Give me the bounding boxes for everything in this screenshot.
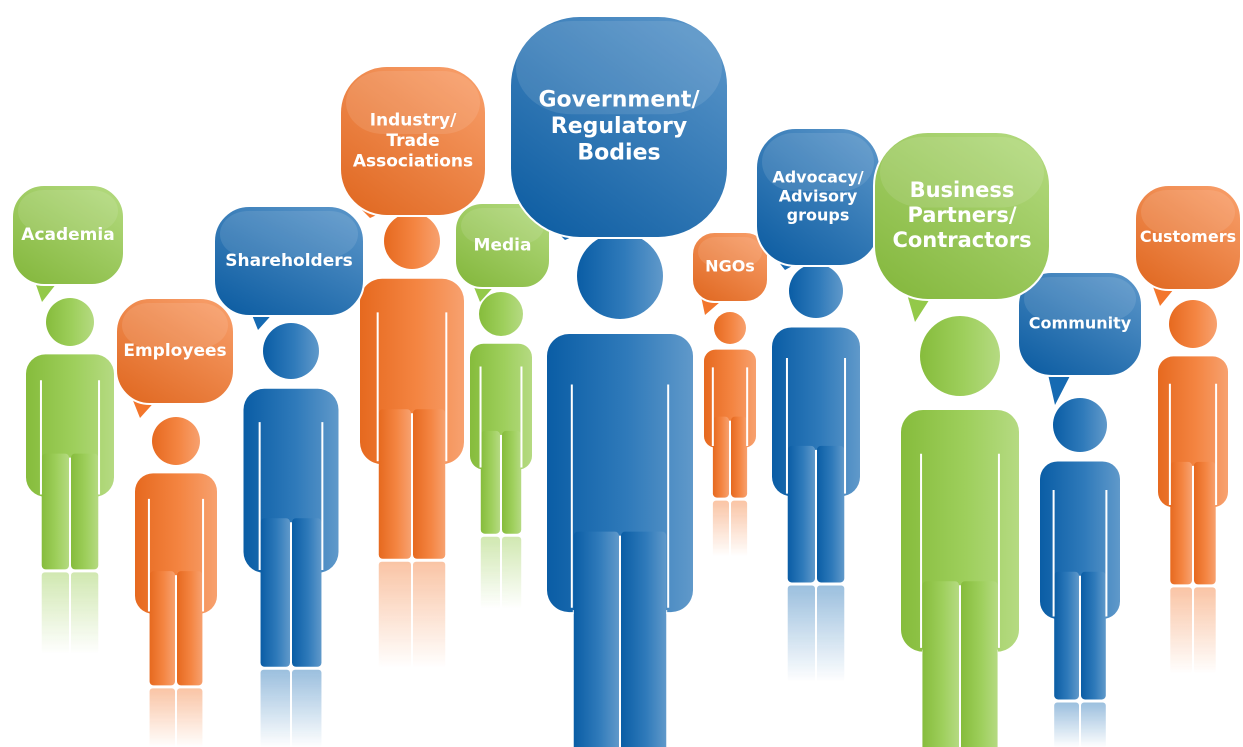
bubble-media-shape [454, 202, 551, 289]
person-community-reflection [1054, 702, 1106, 747]
bubble-academia-shape [11, 184, 125, 286]
person-advocacy-right-leg [817, 445, 845, 583]
person-advocacy-head [789, 264, 843, 318]
bubble-customers-label: Customers [1140, 227, 1236, 246]
person-media [470, 292, 532, 609]
bubble-government-label: Regulatory [551, 114, 687, 139]
bubble-customers: Customers [1134, 184, 1242, 306]
person-advocacy-reflection [787, 585, 845, 683]
person-advocacy-left-leg [787, 445, 815, 583]
person-ngos-reflection [712, 500, 748, 557]
person-shareholders-head [263, 323, 319, 379]
person-ngos-left-leg [712, 416, 729, 498]
bubble-media-label: Media [474, 236, 532, 256]
bubble-industry-label: Associations [353, 151, 473, 171]
bubble-advocacy-label: Advisory [779, 187, 858, 206]
person-community-right-leg [1081, 571, 1106, 700]
person-customers [1158, 300, 1228, 675]
person-customers-right-leg [1194, 461, 1216, 585]
person-ngos-right-leg [731, 416, 748, 498]
person-shareholders-left-leg [260, 518, 290, 667]
person-industry-reflection [378, 561, 446, 669]
bubble-industry-shape [339, 65, 487, 217]
bubble-employees: Employees [115, 297, 235, 418]
bubble-employees-shape [115, 297, 235, 405]
bubble-government-label: Bodies [577, 140, 660, 165]
person-employees-reflection [149, 688, 203, 747]
bubble-ngos: NGOs [691, 231, 769, 315]
person-ngos [704, 312, 756, 557]
person-shareholders [243, 323, 339, 747]
person-employees-right-leg [177, 571, 203, 686]
person-academia-left-leg [41, 453, 69, 570]
person-industry [360, 213, 464, 669]
person-government [547, 233, 693, 747]
person-media-right-leg [502, 430, 522, 534]
bubble-shareholders-shape [213, 205, 365, 317]
bubble-shareholders: Shareholders [213, 205, 365, 330]
person-ngos-head [714, 312, 746, 344]
person-business [901, 316, 1019, 747]
bubble-government-label: Government/ [538, 88, 700, 113]
bubble-media: Media [454, 202, 551, 302]
bubble-business-label: Contractors [892, 228, 1031, 252]
person-shareholders-reflection [260, 669, 322, 747]
bubble-community-tail [1047, 370, 1073, 405]
person-business-left-leg [922, 581, 959, 747]
person-customers-left-leg [1170, 461, 1192, 585]
person-media-head [479, 292, 523, 336]
bubble-community-label: Community [1029, 314, 1132, 333]
person-employees [135, 417, 217, 747]
person-government-head [577, 233, 663, 319]
bubble-industry-label: Trade [386, 131, 439, 151]
person-industry-left-leg [378, 409, 411, 559]
bubble-business-label: Business [910, 178, 1015, 202]
bubble-industry-label: Industry/ [370, 111, 457, 131]
bubble-academia-label: Academia [21, 225, 114, 245]
person-industry-head [384, 213, 440, 269]
person-media-left-leg [480, 430, 500, 534]
person-community-head [1053, 398, 1107, 452]
bubble-business-tail [907, 294, 933, 322]
person-advocacy [772, 264, 860, 683]
person-community-left-leg [1054, 571, 1079, 700]
bubble-government-shape [509, 15, 729, 239]
person-academia-reflection [41, 572, 99, 655]
bubble-community: Community [1017, 271, 1143, 405]
bubble-business-label: Partners/ [907, 203, 1016, 227]
bubble-ngos-label: NGOs [705, 257, 755, 276]
person-employees-head [152, 417, 200, 465]
person-customers-reflection [1170, 587, 1216, 675]
person-government-right-leg [621, 531, 667, 747]
bubble-ngos-shape [691, 231, 769, 303]
bubble-shareholders-label: Shareholders [225, 251, 353, 271]
person-industry-right-leg [413, 409, 446, 559]
person-customers-head [1169, 300, 1217, 348]
person-business-head [920, 316, 1000, 396]
bubble-employees-label: Employees [123, 341, 226, 361]
bubble-advocacy-label: Advocacy/ [772, 167, 863, 186]
person-academia-head [46, 298, 94, 346]
person-shareholders-right-leg [292, 518, 322, 667]
bubble-community-shape [1017, 271, 1143, 377]
bubble-advocacy-label: groups [787, 206, 850, 225]
person-media-reflection [480, 536, 522, 609]
bubble-customers-shape [1134, 184, 1242, 291]
bubble-academia: Academia [11, 184, 125, 302]
person-academia-right-leg [71, 453, 99, 570]
bubble-business-shape [873, 131, 1051, 301]
person-academia [26, 298, 114, 655]
person-employees-left-leg [149, 571, 175, 686]
person-business-right-leg [961, 581, 998, 747]
person-community [1040, 398, 1120, 747]
person-government-left-leg [573, 531, 619, 747]
